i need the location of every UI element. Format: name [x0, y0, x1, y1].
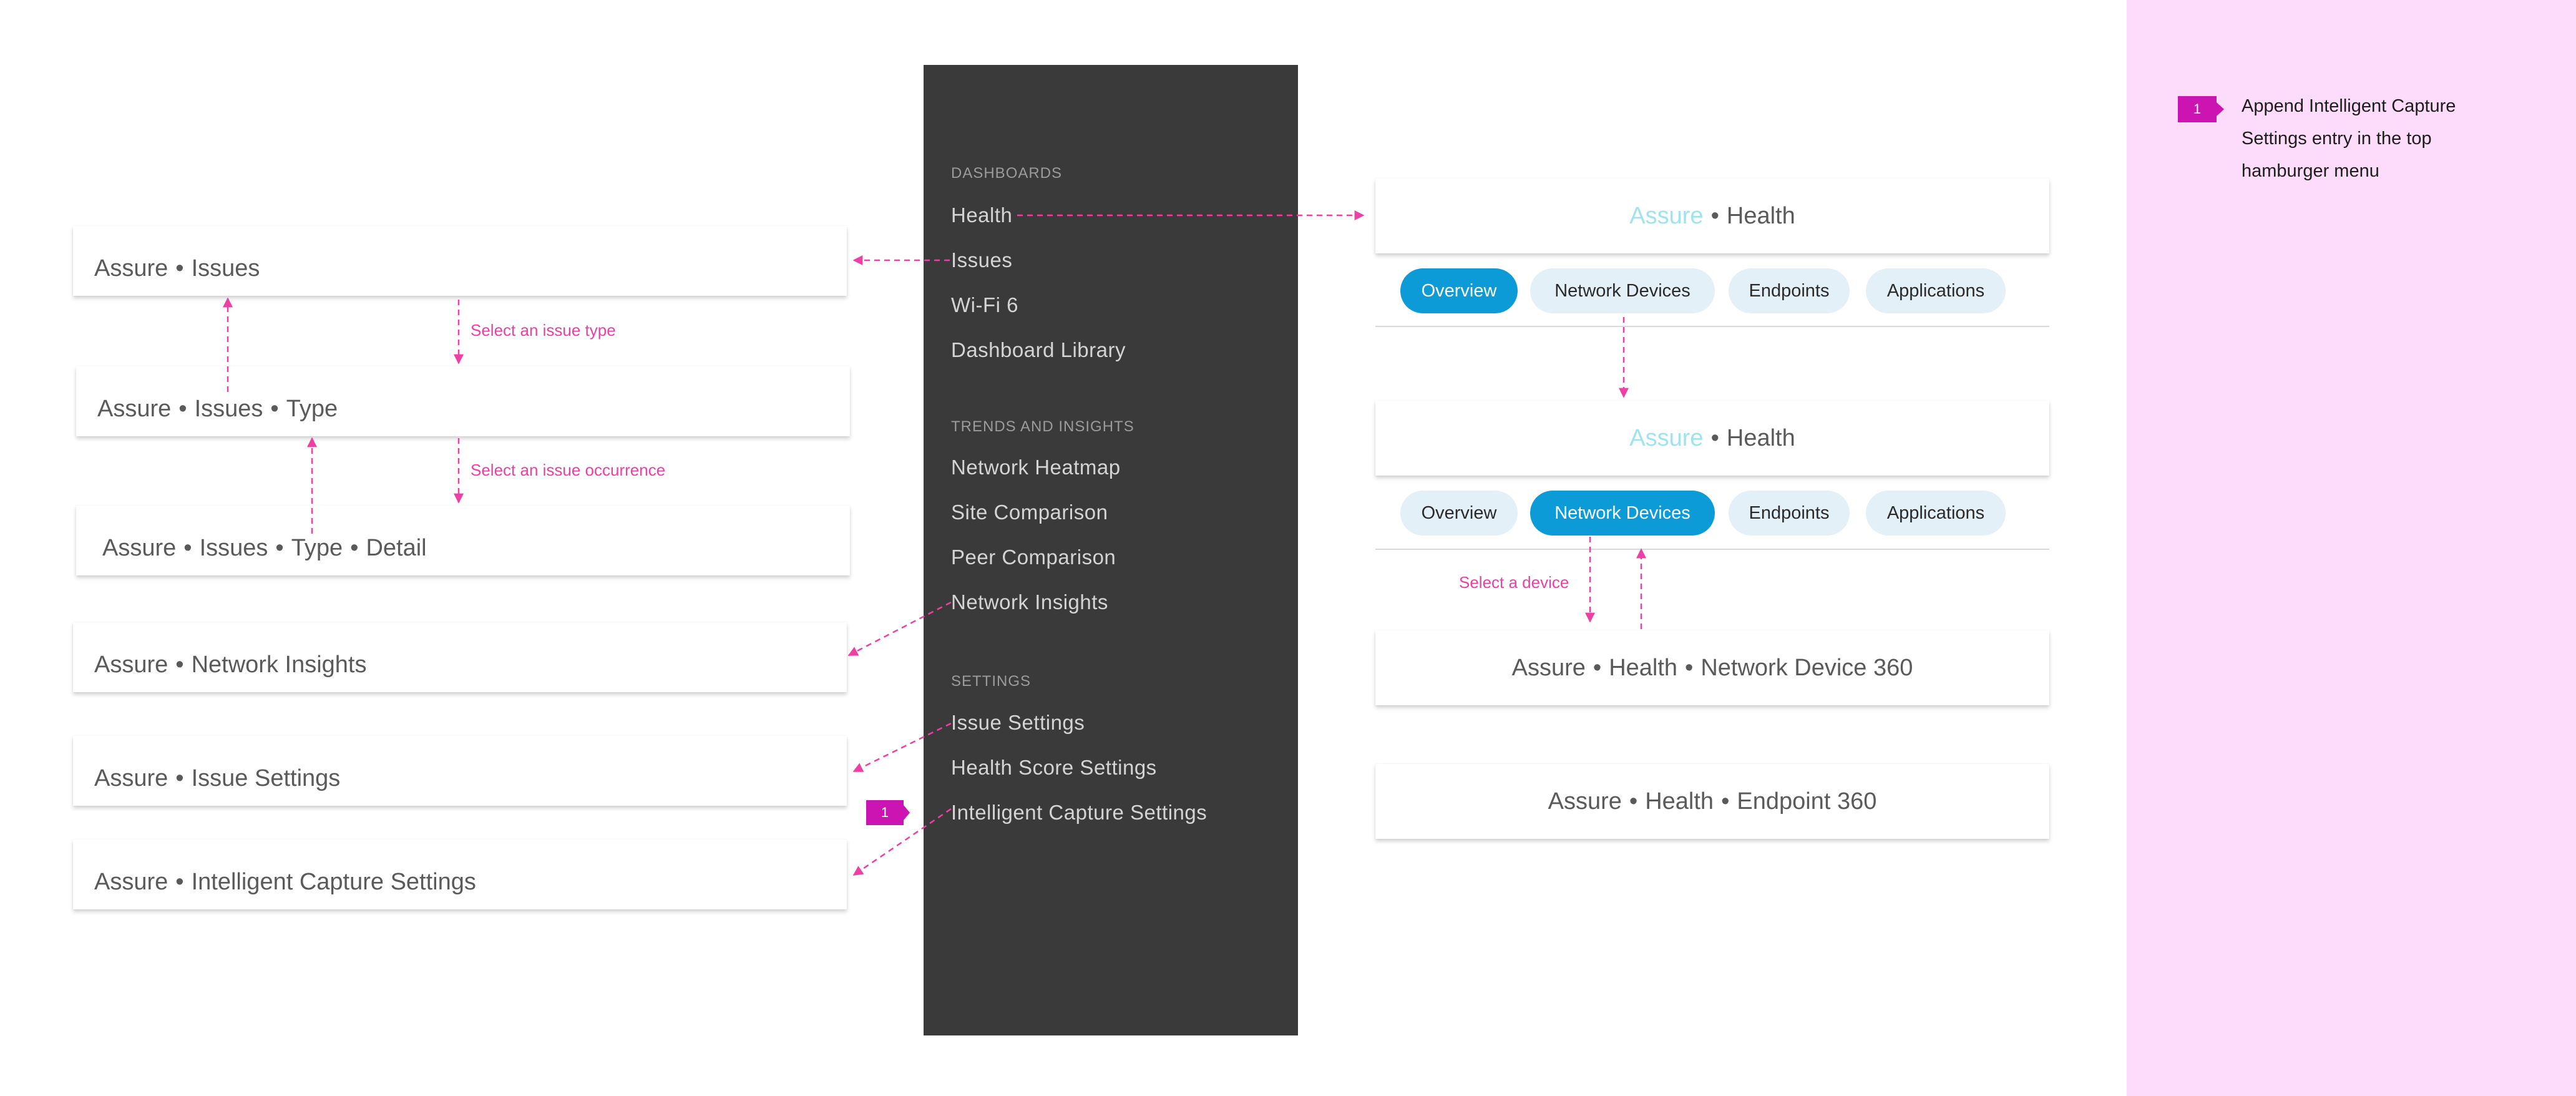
- crumb-endpoint-360: Endpoint 360: [1737, 788, 1877, 815]
- crumb-separator: •: [1710, 424, 1719, 451]
- arrow-network-insights: [847, 601, 952, 657]
- card-assure-network-insights[interactable]: Assure • Network Insights: [73, 622, 847, 692]
- crumb-health: Health: [1609, 654, 1678, 681]
- menu-section-dashboards: DASHBOARDS: [951, 165, 1063, 182]
- annotation-select-device: Select a device: [1459, 573, 1569, 592]
- crumb-separator: •: [1721, 788, 1730, 815]
- card-assure-health-endpoint-360[interactable]: Assure • Health • Endpoint 360: [1375, 764, 2049, 839]
- crumb-assure: Assure: [94, 652, 168, 678]
- crumb-separator: •: [175, 652, 184, 678]
- tab-network-devices[interactable]: Network Devices: [1530, 268, 1715, 313]
- crumb-health: Health: [1726, 202, 1795, 229]
- crumb-assure: Assure: [94, 869, 168, 895]
- tab-overview[interactable]: Overview: [1400, 491, 1518, 536]
- crumb-assure: Assure: [94, 255, 168, 281]
- crumb-separator: •: [178, 396, 187, 422]
- note-badge-1: 1: [2178, 96, 2217, 122]
- card-assure-issues-type-detail[interactable]: Assure • Issues • Type • Detail: [76, 506, 850, 575]
- tab-endpoints[interactable]: Endpoints: [1729, 491, 1850, 536]
- tabs-divider: [1375, 549, 2049, 550]
- menu-item-dashboard-library[interactable]: Dashboard Library: [951, 338, 1126, 361]
- menu-section-trends: TRENDS AND INSIGHTS: [951, 418, 1134, 435]
- crumb-separator: •: [270, 396, 279, 422]
- menu-item-health[interactable]: Health: [951, 203, 1013, 227]
- tab-overview[interactable]: Overview: [1400, 268, 1518, 313]
- crumb-issues: Issues: [191, 255, 260, 281]
- crumb-separator: •: [175, 255, 184, 281]
- menu-item-intelligent-capture-settings[interactable]: Intelligent Capture Settings: [951, 801, 1208, 824]
- crumb-assure: Assure: [1629, 202, 1704, 229]
- card-assure-issue-settings[interactable]: Assure • Issue Settings: [73, 736, 847, 806]
- tab-applications[interactable]: Applications: [1866, 268, 2006, 313]
- crumb-issues: Issues: [194, 396, 263, 422]
- crumb-type: Type: [286, 396, 338, 422]
- crumb-separator: •: [175, 869, 184, 895]
- crumb-type: Type: [291, 535, 343, 561]
- tab-endpoints[interactable]: Endpoints: [1729, 268, 1850, 313]
- card-assure-health-overview[interactable]: Assure • Health: [1375, 179, 2049, 253]
- menu-section-settings: SETTINGS: [951, 673, 1032, 690]
- crumb-assure: Assure: [1511, 654, 1586, 681]
- crumb-assure: Assure: [94, 765, 168, 791]
- tab-applications[interactable]: Applications: [1866, 491, 2006, 536]
- crumb-separator: •: [1593, 654, 1602, 681]
- crumb-separator: •: [1710, 202, 1719, 229]
- crumb-assure: Assure: [102, 535, 177, 561]
- crumb-network-insights: Network Insights: [191, 652, 367, 678]
- menu-item-health-score-settings[interactable]: Health Score Settings: [951, 756, 1157, 779]
- card-assure-issues[interactable]: Assure • Issues: [73, 226, 847, 296]
- hamburger-menu: DASHBOARDS Health Issues Wi-Fi 6 Dashboa…: [924, 65, 1298, 1035]
- crumb-separator: •: [350, 535, 359, 561]
- crumb-health: Health: [1726, 424, 1795, 451]
- crumb-separator: •: [1629, 788, 1638, 815]
- crumb-intelligent-capture-settings: Intelligent Capture Settings: [191, 869, 476, 895]
- crumb-assure: Assure: [1629, 424, 1704, 451]
- arrow-intelligent-capture: [852, 808, 952, 876]
- crumb-issue-settings: Issue Settings: [191, 765, 341, 791]
- notes-panel: 1 Append Intelligent Capture Settings en…: [2127, 0, 2576, 1096]
- card-assure-issues-type[interactable]: Assure • Issues • Type: [76, 366, 850, 436]
- crumb-assure: Assure: [97, 396, 172, 422]
- menu-item-network-heatmap[interactable]: Network Heatmap: [951, 456, 1121, 479]
- crumb-separator: •: [275, 535, 284, 561]
- crumb-issues: Issues: [199, 535, 268, 561]
- card-assure-intelligent-capture-settings[interactable]: Assure • Intelligent Capture Settings: [73, 839, 847, 909]
- tabs-divider: [1375, 326, 2049, 327]
- annotation-select-issue-type: Select an issue type: [471, 321, 616, 340]
- card-assure-health-network-devices[interactable]: Assure • Health: [1375, 401, 2049, 476]
- annotation-select-issue-occurrence: Select an issue occurrence: [471, 461, 666, 479]
- menu-item-issues[interactable]: Issues: [951, 248, 1013, 272]
- arrow-issue-settings: [852, 722, 952, 773]
- crumb-separator: •: [175, 765, 184, 791]
- menu-item-peer-comparison[interactable]: Peer Comparison: [951, 546, 1116, 569]
- tab-network-devices[interactable]: Network Devices: [1530, 491, 1715, 536]
- crumb-separator: •: [1685, 654, 1694, 681]
- badge-pointer: [904, 805, 910, 820]
- menu-item-wifi6[interactable]: Wi-Fi 6: [951, 293, 1018, 316]
- card-assure-health-network-device-360[interactable]: Assure • Health • Network Device 360: [1375, 630, 2049, 705]
- note-badge-1: 1: [866, 800, 904, 825]
- menu-item-issue-settings[interactable]: Issue Settings: [951, 711, 1085, 734]
- crumb-network-device-360: Network Device 360: [1700, 654, 1913, 681]
- menu-item-site-comparison[interactable]: Site Comparison: [951, 501, 1108, 524]
- badge-pointer: [2217, 102, 2224, 116]
- crumb-assure: Assure: [1548, 788, 1622, 815]
- crumb-health: Health: [1645, 788, 1714, 815]
- crumb-separator: •: [183, 535, 192, 561]
- note-text-1: Append Intelligent Capture Settings entr…: [2242, 96, 2456, 181]
- menu-item-network-insights[interactable]: Network Insights: [951, 590, 1108, 614]
- crumb-detail: Detail: [366, 535, 427, 561]
